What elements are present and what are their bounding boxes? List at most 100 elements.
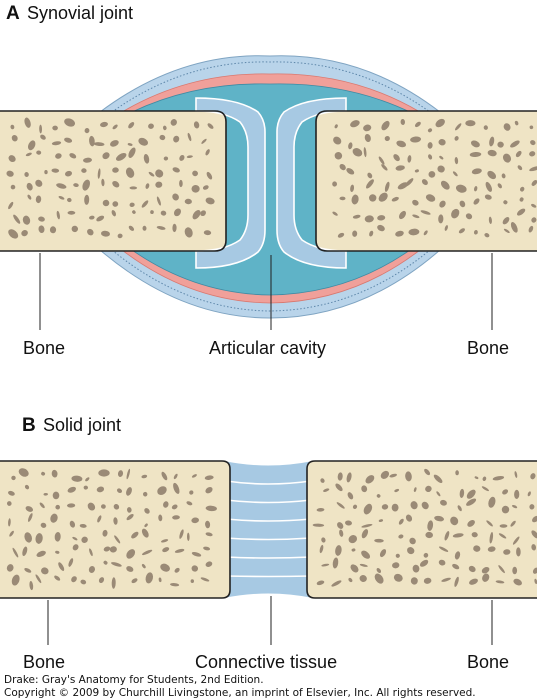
bone-pore: [393, 154, 400, 162]
bone-pore: [425, 194, 436, 202]
bone-pore: [43, 492, 48, 496]
bone-pore: [458, 228, 465, 234]
bone-pore: [113, 504, 120, 510]
bone-pore: [82, 179, 91, 191]
bone-pore: [81, 168, 87, 173]
bone-pore: [454, 136, 459, 141]
bone-pore: [112, 201, 119, 207]
bone-pore: [113, 517, 118, 525]
bone-pore: [131, 531, 139, 539]
bone-pore: [499, 524, 508, 528]
bone-pore: [8, 201, 14, 210]
bone-pore: [36, 550, 46, 557]
bone-pore: [391, 503, 399, 512]
bone-pore: [331, 580, 342, 587]
bone-pore: [51, 168, 60, 173]
bone-pore: [55, 153, 62, 159]
bone-pore: [58, 195, 65, 200]
bone-left-b: [0, 461, 230, 598]
bone-pore: [361, 529, 369, 539]
bone-pore: [109, 546, 117, 553]
panel-b-title: Solid joint: [43, 415, 121, 435]
bone-pore: [51, 469, 58, 478]
bone-pore: [98, 469, 110, 477]
bone-pore: [25, 152, 32, 157]
bone-pore: [186, 155, 193, 159]
bone-pore: [41, 471, 46, 476]
bone-pore: [64, 170, 73, 177]
bone-pore: [407, 155, 412, 163]
bone-pore: [24, 172, 29, 177]
bone-pore: [52, 125, 58, 131]
bone-pore: [437, 165, 445, 173]
bone-pore: [515, 150, 522, 158]
bone-pore: [101, 504, 106, 509]
bone-pore: [187, 132, 192, 142]
bone-pore: [35, 533, 43, 544]
bone-pore: [102, 199, 110, 207]
bone-pore: [483, 125, 488, 130]
bone-pore: [531, 180, 537, 186]
bone-pore: [88, 566, 95, 573]
bone-pore: [487, 170, 497, 180]
bone-pore: [27, 194, 32, 200]
bone-pore: [173, 135, 180, 143]
bone-pore: [161, 471, 168, 481]
bone-pore: [510, 520, 516, 527]
bone-pore: [427, 520, 434, 531]
bone-pore: [395, 553, 400, 558]
bone-pore: [381, 120, 390, 131]
bone-pore: [513, 578, 522, 586]
bone-pore: [440, 180, 450, 190]
bone-pore: [205, 561, 213, 567]
bone-pore: [126, 514, 134, 521]
bone-pore: [52, 491, 60, 500]
bone-pore: [163, 156, 169, 161]
bone-pore: [348, 142, 353, 150]
panel-a-title: Synovial joint: [27, 3, 133, 23]
bone-pore: [11, 574, 20, 586]
bone-pore: [144, 508, 150, 514]
bone-pore: [378, 519, 384, 522]
bone-pore: [497, 141, 504, 148]
bone-pore: [112, 180, 120, 188]
bone-pore: [96, 215, 105, 222]
bone-pore: [378, 156, 385, 165]
bone-pore: [420, 210, 431, 215]
bone-pore: [190, 579, 195, 583]
bone-pore: [112, 124, 118, 130]
bone-pore: [39, 124, 43, 134]
bone-pore: [440, 499, 447, 506]
label-bone-left-a: Bone: [23, 338, 65, 358]
bone-pore: [465, 213, 473, 220]
bone-pore: [93, 142, 105, 147]
bone-pore: [433, 474, 443, 483]
bone-pore: [321, 563, 330, 567]
bone-pore: [150, 210, 154, 214]
bone-pore: [421, 501, 429, 510]
bone-left: [0, 111, 226, 251]
bone-pore: [51, 141, 62, 146]
bone-pore: [114, 535, 121, 544]
connective-tissue: [224, 461, 313, 598]
bone-pore: [410, 501, 418, 510]
bone-pore: [205, 149, 210, 156]
bone-pore: [174, 567, 180, 573]
bone-pore: [469, 151, 482, 158]
bone-pore: [348, 535, 358, 544]
bone-pore: [469, 578, 478, 585]
bone-pore: [365, 475, 375, 484]
bone-pore: [312, 523, 325, 527]
bone-pore: [361, 550, 371, 559]
bone-pore: [6, 501, 12, 506]
bone-pore: [450, 516, 459, 526]
bone-pore: [364, 215, 374, 223]
bone-pore: [487, 149, 497, 157]
bone-pore: [512, 536, 520, 545]
bone-pore: [97, 168, 101, 179]
bone-pore: [191, 551, 202, 557]
bone-pore: [454, 551, 461, 560]
bone-pore: [103, 560, 108, 565]
bone-pore: [520, 186, 525, 192]
bone-pore: [157, 486, 167, 496]
